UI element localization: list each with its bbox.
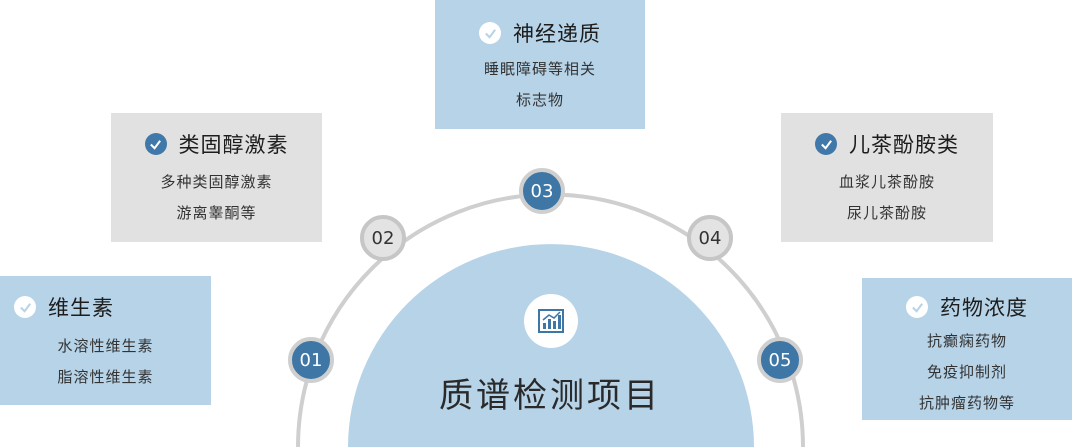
node-03: 03 bbox=[519, 168, 565, 214]
check-icon bbox=[144, 133, 167, 155]
card-line: 睡眠障碍等相关 bbox=[483, 60, 596, 78]
card-line: 抗癫痫药物 bbox=[926, 332, 1007, 350]
card-line: 脂溶性维生素 bbox=[57, 368, 154, 386]
check-icon bbox=[815, 133, 837, 155]
card-line: 血浆儿茶酚胺 bbox=[838, 173, 935, 191]
card-line: 游离睾酮等 bbox=[176, 204, 257, 222]
card-title: 药物浓度 bbox=[940, 296, 1028, 320]
card-line: 抗肿瘤药物等 bbox=[918, 394, 1015, 412]
card-neurotransmitter: 神经递质 睡眠障碍等相关 标志物 bbox=[435, 0, 645, 129]
check-icon bbox=[14, 296, 36, 318]
card-line: 免疫抑制剂 bbox=[926, 363, 1007, 381]
card-catecholamine: 儿茶酚胺类 血浆儿茶酚胺 尿儿茶酚胺 bbox=[781, 113, 993, 242]
bar-chart-icon bbox=[538, 309, 564, 333]
card-title: 儿茶酚胺类 bbox=[849, 133, 959, 157]
card-title: 维生素 bbox=[48, 296, 114, 320]
node-02: 02 bbox=[360, 215, 406, 261]
center-title: 质谱检测项目 bbox=[439, 376, 661, 416]
card-steroid: 类固醇激素 多种类固醇激素 游离睾酮等 bbox=[111, 113, 322, 242]
card-title: 神经递质 bbox=[513, 22, 601, 46]
node-05: 05 bbox=[757, 337, 803, 383]
check-icon bbox=[906, 296, 928, 318]
check-icon bbox=[479, 22, 501, 44]
card-line: 尿儿茶酚胺 bbox=[846, 204, 927, 222]
center-icon-badge bbox=[524, 294, 578, 348]
card-vitamin: 维生素 水溶性维生素 脂溶性维生素 bbox=[0, 276, 211, 405]
node-04: 04 bbox=[687, 215, 733, 261]
card-title: 类固醇激素 bbox=[178, 133, 289, 157]
card-line: 水溶性维生素 bbox=[57, 337, 154, 355]
card-drug-concentration: 药物浓度 抗癫痫药物 免疫抑制剂 抗肿瘤药物等 bbox=[862, 278, 1072, 420]
card-line: 标志物 bbox=[515, 91, 564, 109]
node-01: 01 bbox=[288, 337, 334, 383]
card-line: 多种类固醇激素 bbox=[160, 173, 273, 191]
